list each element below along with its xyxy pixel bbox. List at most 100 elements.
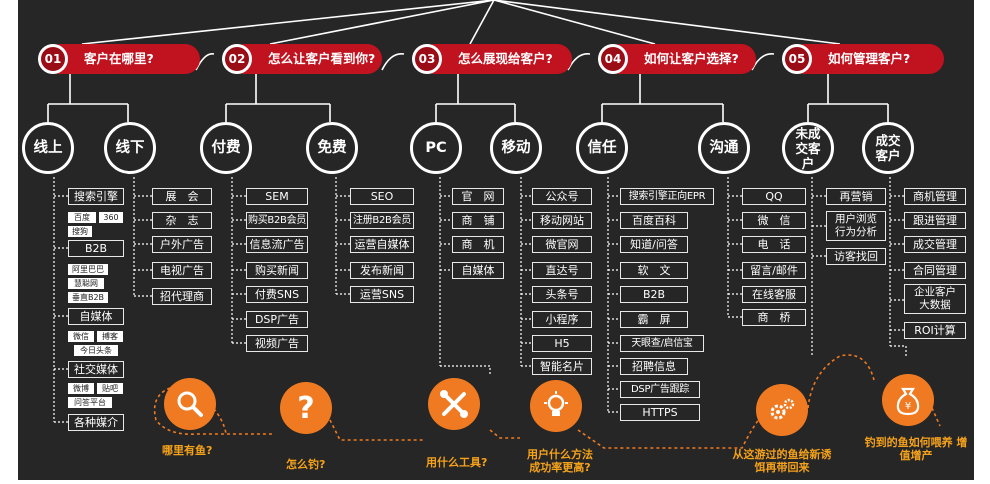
section-ribbon-1: 客户在哪里? — [58, 44, 200, 74]
unconverted-item: 访客找回 — [826, 248, 886, 265]
online-search: 搜索引擎 — [68, 188, 124, 205]
tools-icon — [428, 378, 480, 430]
free-item: 发布新闻 — [350, 262, 414, 279]
circle-mobile: 移动 — [490, 122, 542, 174]
communicate-item: 商 桥 — [742, 309, 806, 326]
online-b2b: B2B — [68, 240, 124, 257]
trust-item: 百度百科 — [620, 212, 688, 229]
free-item: 运营SNS — [350, 286, 414, 303]
online-search-sub: 搜狗 — [68, 226, 92, 237]
offline-item: 杂 志 — [152, 212, 212, 229]
section-badge-3: 03 — [412, 44, 442, 74]
question-icon: ? — [280, 382, 332, 434]
mobile-item: H5 — [532, 335, 592, 352]
trust-item: 知道/问答 — [620, 236, 688, 253]
paid-item: 付费SNS — [246, 286, 308, 303]
communicate-item: 微 信 — [742, 212, 806, 229]
section-title-3: 怎么展现给客户? — [458, 51, 553, 66]
online-social-sub: 贴吧 — [97, 383, 123, 394]
offline-item: 电视广告 — [152, 262, 212, 279]
circle-pc: PC — [410, 122, 462, 174]
label-caught: 钓到的鱼如何喂养 增值增产 — [864, 436, 968, 462]
svg-text:¥: ¥ — [905, 401, 911, 412]
circle-unconverted: 未成交客户 — [782, 122, 834, 174]
online-search-sub: 百度 — [68, 212, 96, 223]
label-bait: 从这游过的鱼给新诱饵再带回来 — [732, 448, 832, 474]
online-social-sub: 微博 — [68, 383, 94, 394]
communicate-item: QQ — [742, 188, 806, 205]
magnifier-icon — [164, 378, 216, 430]
online-social: 社交媒体 — [68, 361, 124, 378]
section-ribbon-2: 怎么让客户看到你? — [242, 44, 382, 74]
trust-item: HTTPS — [620, 404, 700, 421]
mobile-item: 微官网 — [532, 236, 592, 253]
online-other: 各种媒介 — [68, 414, 124, 431]
trust-item: 软 文 — [620, 262, 688, 279]
online-b2b-sub: 垂直B2B — [68, 292, 108, 303]
converted-item: 成交管理 — [904, 236, 966, 253]
section-badge-4: 04 — [598, 44, 628, 74]
communicate-item: 在线客服 — [742, 286, 806, 303]
circle-online: 线上 — [22, 122, 74, 174]
converted-item: ROI计算 — [904, 322, 966, 339]
pc-item: 自媒体 — [452, 262, 504, 279]
converted-item: 合同管理 — [904, 262, 966, 279]
converted-item: 跟进管理 — [904, 212, 966, 229]
offline-item: 招代理商 — [152, 288, 212, 305]
section-badge-1: 01 — [38, 44, 68, 74]
offline-item: 户外广告 — [152, 236, 212, 253]
converted-item: 企业客户大数据 — [904, 284, 966, 314]
online-media-sub: 今日头条 — [74, 345, 118, 356]
mobile-item: 头条号 — [532, 286, 592, 303]
mobile-item: 直达号 — [532, 262, 592, 279]
circle-trust: 信任 — [576, 122, 628, 174]
trust-item: 搜索引擎正向EPR — [620, 188, 714, 205]
unconverted-item: 用户浏览行为分析 — [826, 211, 886, 241]
pc-item: 商 机 — [452, 236, 504, 253]
circle-offline: 线下 — [104, 122, 156, 174]
pc-item: 官 网 — [452, 188, 504, 205]
online-search-sub: 360 — [99, 212, 123, 223]
paid-item: 购买新闻 — [246, 262, 308, 279]
trust-item: 霸 屏 — [620, 311, 688, 328]
money-bag-icon: ¥ — [882, 374, 934, 426]
circle-communicate: 沟通 — [698, 122, 750, 174]
paid-item: 视频广告 — [246, 335, 308, 352]
paid-item: DSP广告 — [246, 311, 308, 328]
trust-item: 招聘信息 — [620, 358, 688, 375]
trust-item: 天眼查/启信宝 — [620, 335, 704, 352]
online-b2b-sub: 阿里巴巴 — [68, 264, 108, 275]
unconverted-item: 再营销 — [826, 188, 886, 205]
online-social-sub: 问答平台 — [68, 397, 112, 408]
paid-item: SEM — [246, 188, 308, 205]
free-item: SEO — [350, 188, 414, 205]
lightbulb-icon — [530, 380, 582, 432]
trust-item: DSP广告跟踪 — [620, 381, 700, 398]
online-media-sub: 微信 — [68, 331, 94, 342]
label-how: 怎么钓? — [286, 458, 326, 471]
offline-item: 展 会 — [152, 188, 212, 205]
mobile-item: 移动网站 — [532, 212, 592, 229]
free-item: 运营自媒体 — [350, 236, 414, 253]
section-title-1: 客户在哪里? — [84, 51, 154, 66]
circle-converted: 成交客户 — [862, 122, 914, 174]
section-title-2: 怎么让客户看到你? — [268, 51, 376, 66]
section-title-4: 如何让客户选择? — [644, 51, 739, 66]
online-media: 自媒体 — [68, 308, 124, 325]
circle-free: 免费 — [306, 122, 358, 174]
gears-icon — [756, 384, 808, 436]
mobile-item: 公众号 — [532, 188, 592, 205]
label-fish: 哪里有鱼? — [162, 444, 213, 457]
section-badge-5: 05 — [782, 44, 812, 74]
free-item: 注册B2B会员 — [350, 212, 414, 229]
mobile-item: 小程序 — [532, 311, 592, 328]
mobile-item: 智能名片 — [532, 358, 592, 375]
communicate-item: 留言/邮件 — [742, 262, 806, 279]
section-title-5: 如何管理客户? — [828, 51, 911, 66]
paid-item: 购买B2B会员 — [246, 212, 308, 229]
paid-item: 信息流广告 — [246, 236, 308, 253]
label-tool: 用什么工具? — [426, 456, 488, 469]
section-badge-2: 02 — [222, 44, 252, 74]
online-b2b-sub: 慧聪网 — [68, 278, 104, 289]
